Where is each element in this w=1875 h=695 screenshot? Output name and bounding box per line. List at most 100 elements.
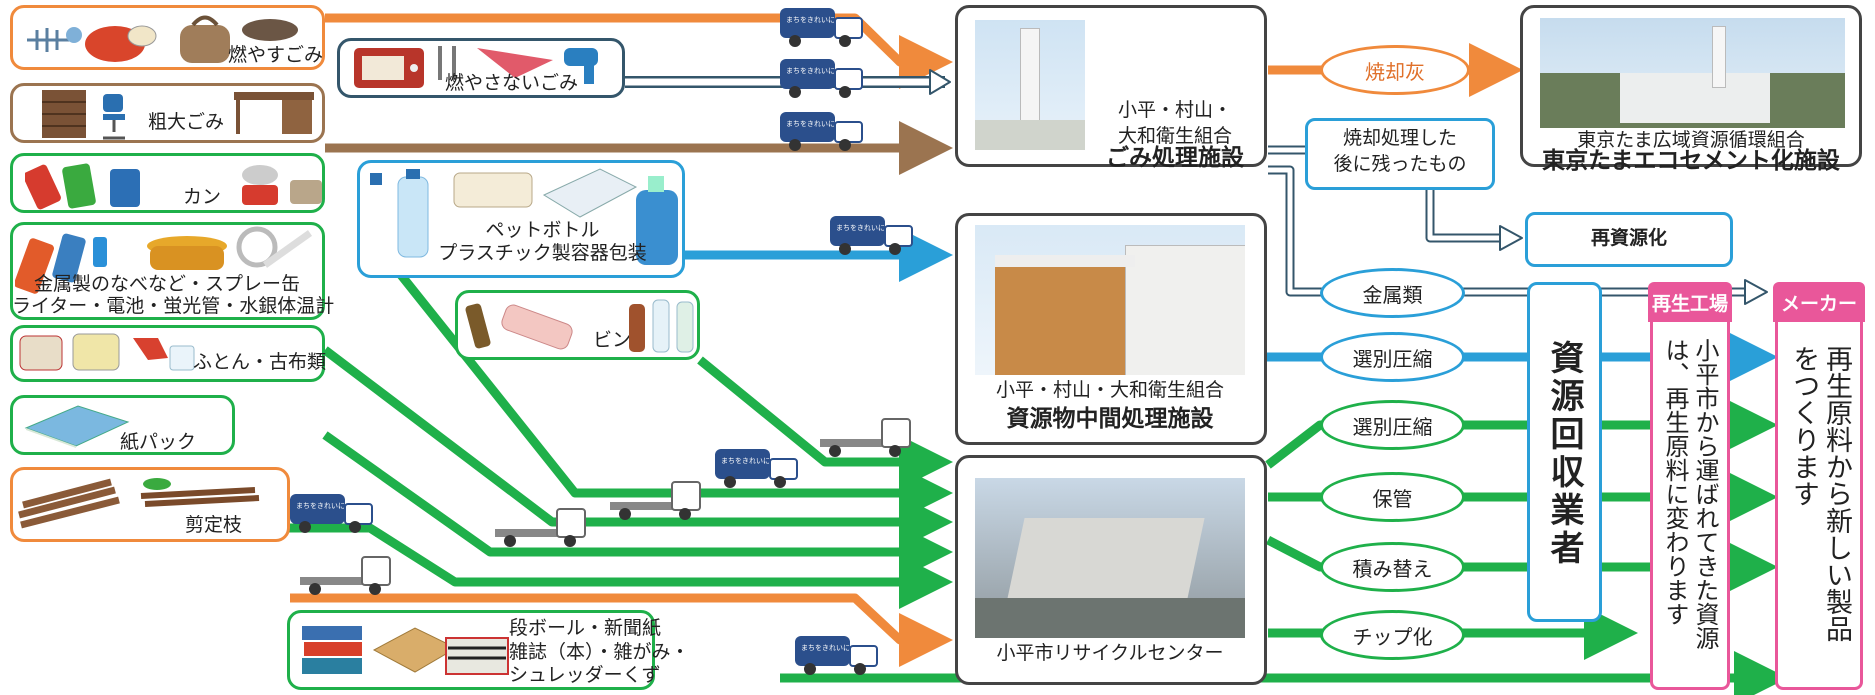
pot-icon (147, 236, 227, 270)
flow-cans (381, 252, 953, 520)
flatbed-truck-3 (495, 508, 586, 547)
ecocement-photo (1540, 18, 1845, 128)
garbage-truck-6: まちをきれいに (290, 494, 373, 533)
flatbed-truck-1 (820, 418, 911, 457)
label-burnable: 燃やすごみ (228, 44, 324, 66)
office-chair-icon (103, 94, 125, 140)
label-futon: ふとん・古布類 (193, 351, 327, 373)
garbage-truck-2: まちをきれいに (780, 59, 863, 98)
box-residue (1305, 118, 1495, 190)
detergent-bottle-icon (636, 176, 678, 265)
collector-label: 資源回収業者 (1544, 340, 1584, 568)
pet-bottle-icon (370, 169, 429, 258)
source-burnable (10, 5, 325, 70)
svg-text:まちをきれいに: まちをきれいに (801, 644, 850, 652)
recycle-center-name: 小平市リサイクルセンター (996, 642, 1224, 664)
spray-can-icon (15, 233, 107, 294)
flow-bottles (697, 356, 953, 489)
label-bottles: ビン (593, 329, 632, 351)
incinerator-name-1: 小平・村山・ (1117, 99, 1232, 121)
food-tray-icon (453, 172, 533, 208)
residue-label-2: 後に残ったもの (1333, 153, 1467, 175)
small-bottles-icon (629, 299, 694, 353)
flow-pruning (290, 593, 953, 667)
factory-text: 小平市から運ばれてきた資源は、再生原料に変わります (1661, 338, 1719, 650)
label-paper-3: シュレッダーくず (509, 664, 661, 686)
shoes-icon (242, 19, 298, 41)
flow-futon (322, 431, 953, 579)
label-paper-pack: 紙パック (120, 431, 197, 453)
hair-dryer-icon (564, 48, 598, 84)
bag-icon (180, 15, 230, 63)
pruning-branch-icon (140, 478, 260, 507)
recycle-label: 再資源化 (1590, 227, 1667, 249)
intermediate-name-1: 小平・村山・大和衛生組合 (995, 379, 1224, 401)
newspapers-icon (445, 637, 509, 675)
label-metal-1: 金属製のなべなど・スプレー缶 (33, 273, 300, 295)
oval-metals: 金属類 (1320, 268, 1465, 318)
toaster-oven-icon (354, 48, 424, 88)
svg-text:まちをきれいに: まちをきれいに (786, 16, 835, 24)
label-plastic: プラスチック製容器包装 (438, 242, 647, 264)
tin-cans-icon (242, 165, 322, 205)
label-oversized: 粗大ごみ (148, 111, 225, 133)
oval-storage: 保管 (1320, 472, 1465, 522)
incinerator-name-2: 大和衛生組合 (1117, 125, 1232, 147)
incinerator-name-3: ごみ処理施設 (1106, 145, 1244, 171)
egg-carton-icon (542, 168, 638, 218)
oval-ash: 焼却灰 (1320, 45, 1470, 95)
fluorescent-tube-icon (236, 226, 313, 268)
box-factory (1650, 282, 1730, 690)
flow-burnable (325, 13, 953, 89)
svg-text:まちをきれいに: まちをきれいに (786, 67, 835, 75)
label-paper-1: 段ボール・新聞紙 (509, 617, 662, 639)
fish-bone-icon (27, 27, 82, 52)
paper-pack-icon (24, 405, 130, 448)
garbage-truck-5: まちをきれいに (715, 449, 798, 488)
desk-icon (234, 92, 314, 134)
garbage-truck-1: まちをきれいに (780, 8, 863, 47)
recycle-center-photo (975, 478, 1245, 638)
umbrella-icon (477, 48, 553, 78)
residue-label-1: 焼却処理した (1342, 127, 1457, 149)
oval-compress-green: 選別圧縮 (1320, 400, 1465, 450)
label-pet: ペットボトル (485, 219, 600, 241)
svg-text:まちをきれいに: まちをきれいに (786, 120, 835, 128)
futon-icon (19, 333, 195, 371)
svg-text:まちをきれいに: まちをきれいに (721, 457, 770, 465)
svg-text:まちをきれいに: まちをきれいに (836, 224, 885, 232)
svg-text:まちをきれいに: まちをきれいに (296, 502, 345, 510)
factory-tag: 再生工場 (1648, 282, 1732, 322)
flow-metal (322, 346, 953, 549)
box-recycle (1525, 212, 1733, 267)
flatbed-truck-4 (300, 556, 391, 595)
garbage-truck-7: まちをきれいに (795, 636, 878, 675)
intermediate-name-2: 資源物中間処理施設 (1006, 406, 1214, 432)
cans-icon (25, 163, 140, 210)
oval-chip: チップ化 (1320, 610, 1465, 660)
label-non-burnable: 燃やさないごみ (445, 72, 579, 94)
label-pruning: 剪定枝 (185, 514, 243, 536)
garbage-truck-4: まちをきれいに (830, 216, 913, 255)
ecocement-name-2: 東京たまエコセメント化施設 (1542, 148, 1840, 174)
oval-compress-blue: 選別圧縮 (1320, 332, 1465, 382)
maker-tag: メーカー (1773, 282, 1865, 322)
label-metal-2: ライター・電池・蛍光管・水銀体温計 (12, 295, 335, 317)
label-cans: カン (183, 186, 222, 208)
glass-bottles-icon (465, 303, 573, 350)
maker-text: 再生原料から新しい製品をつくります (1788, 345, 1852, 642)
cutlery-icon (438, 46, 456, 80)
garbage-truck-3: まちをきれいに (780, 112, 863, 151)
source-cans (10, 153, 325, 213)
flatbed-truck-2 (610, 481, 701, 520)
branches-icon (18, 478, 120, 529)
books-icon (302, 626, 362, 674)
label-paper-2: 雑誌（本）・雑がみ・ (509, 641, 690, 663)
oval-transfer: 積み替え (1320, 542, 1465, 592)
box-collector (1527, 282, 1602, 622)
incinerator-photo (975, 20, 1085, 150)
drawers-icon (42, 90, 86, 138)
ecocement-name-1: 東京たま広域資源循環組合 (1577, 129, 1805, 151)
trash-food-icon (85, 25, 157, 62)
intermediate-photo (975, 225, 1245, 375)
